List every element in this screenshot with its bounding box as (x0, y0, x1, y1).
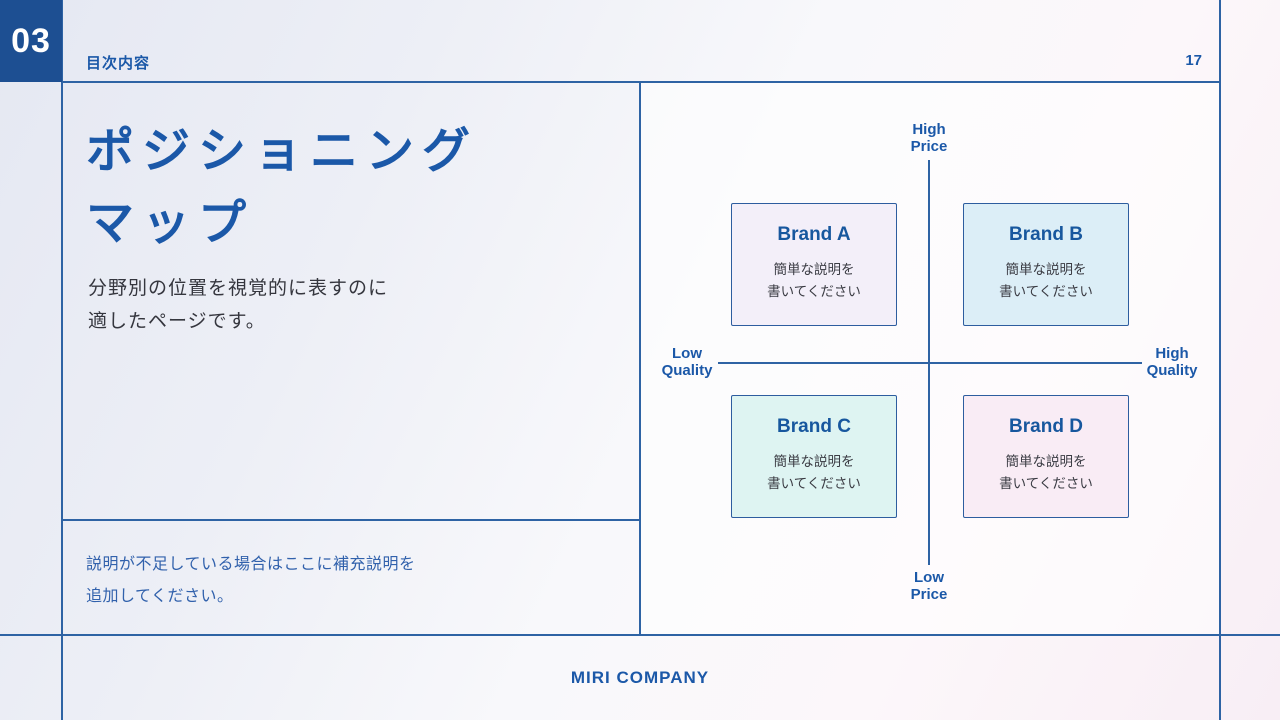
brand-name: Brand A (777, 224, 851, 245)
axis-label-high-price: High Price (911, 121, 948, 155)
section-number-box: 03 (0, 0, 62, 82)
brand-name: Brand D (1009, 416, 1083, 437)
brand-description-line: 簡単な説明を (773, 262, 855, 277)
brand-name: Brand B (1009, 224, 1083, 245)
company-name: MIRI COMPANY (570, 668, 710, 687)
axis-label-text: High (1155, 345, 1189, 362)
axis-label-text: Price (910, 586, 948, 603)
brand-description-line: 簡単な説明を (1005, 454, 1087, 469)
note-divider (61, 519, 640, 521)
right-border-line (1219, 0, 1221, 720)
note-line-2: 追加してください。 (86, 588, 234, 605)
brand-description-line: 簡単な説明を (1005, 262, 1087, 277)
note-text: 説明が不足している場合はここに補充説明を 追加してください。 (86, 549, 416, 613)
axis-label-low-price: Low Price (911, 569, 948, 603)
axis-label-text: Quality (661, 362, 713, 379)
left-border-line (61, 0, 63, 720)
header-title: 目次内容 (86, 55, 151, 72)
axis-label-high-quality: High Quality (1147, 345, 1198, 379)
footer: MIRI COMPANY (0, 668, 1280, 688)
brand-description-line: 書いてください (767, 284, 861, 299)
brand-description: 簡単な説明を 書いてください (767, 451, 861, 495)
axis-label-text: Quality (1146, 362, 1198, 379)
axis-label-text: Price (910, 138, 948, 155)
brand-description-line: 書いてください (767, 476, 861, 491)
header-divider (61, 81, 1221, 83)
brand-description-line: 簡単な説明を (773, 454, 855, 469)
axis-label-low-quality: Low Quality (662, 345, 713, 379)
axis-label-text: Low (671, 345, 702, 362)
brand-description-line: 書いてください (999, 476, 1093, 491)
brand-description: 簡単な説明を 書いてください (767, 259, 861, 303)
brand-card-b: Brand B 簡単な説明を 書いてください (963, 203, 1129, 326)
page-description-line-2: 適したページです。 (88, 311, 266, 332)
axis-label-text: Low (913, 569, 944, 586)
page-title-line-2: マップ (86, 197, 255, 250)
axis-label-text: High (912, 121, 946, 138)
section-number: 03 (11, 21, 51, 60)
brand-description: 簡単な説明を 書いてください (999, 451, 1093, 495)
horizontal-axis-line (718, 362, 1142, 364)
page-description-line-1: 分野別の位置を視覚的に表すのに (88, 278, 389, 299)
positioning-map: High Price Low Price Low Quality High Qu… (641, 83, 1219, 634)
panel-divider (639, 81, 641, 636)
page-description: 分野別の位置を視覚的に表すのに 適したページです。 (88, 272, 388, 338)
brand-name: Brand C (777, 416, 851, 437)
note-line-1: 説明が不足している場合はここに補充説明を (86, 556, 416, 573)
page-title-line-1: ポジショニング (86, 125, 479, 178)
brand-description-line: 書いてください (999, 284, 1093, 299)
page-title: ポジショニング マップ (86, 116, 478, 260)
brand-description: 簡単な説明を 書いてください (999, 259, 1093, 303)
page-number: 17 (1185, 52, 1202, 69)
brand-card-d: Brand D 簡単な説明を 書いてください (963, 395, 1129, 518)
brand-card-a: Brand A 簡単な説明を 書いてください (731, 203, 897, 326)
brand-card-c: Brand C 簡単な説明を 書いてください (731, 395, 897, 518)
